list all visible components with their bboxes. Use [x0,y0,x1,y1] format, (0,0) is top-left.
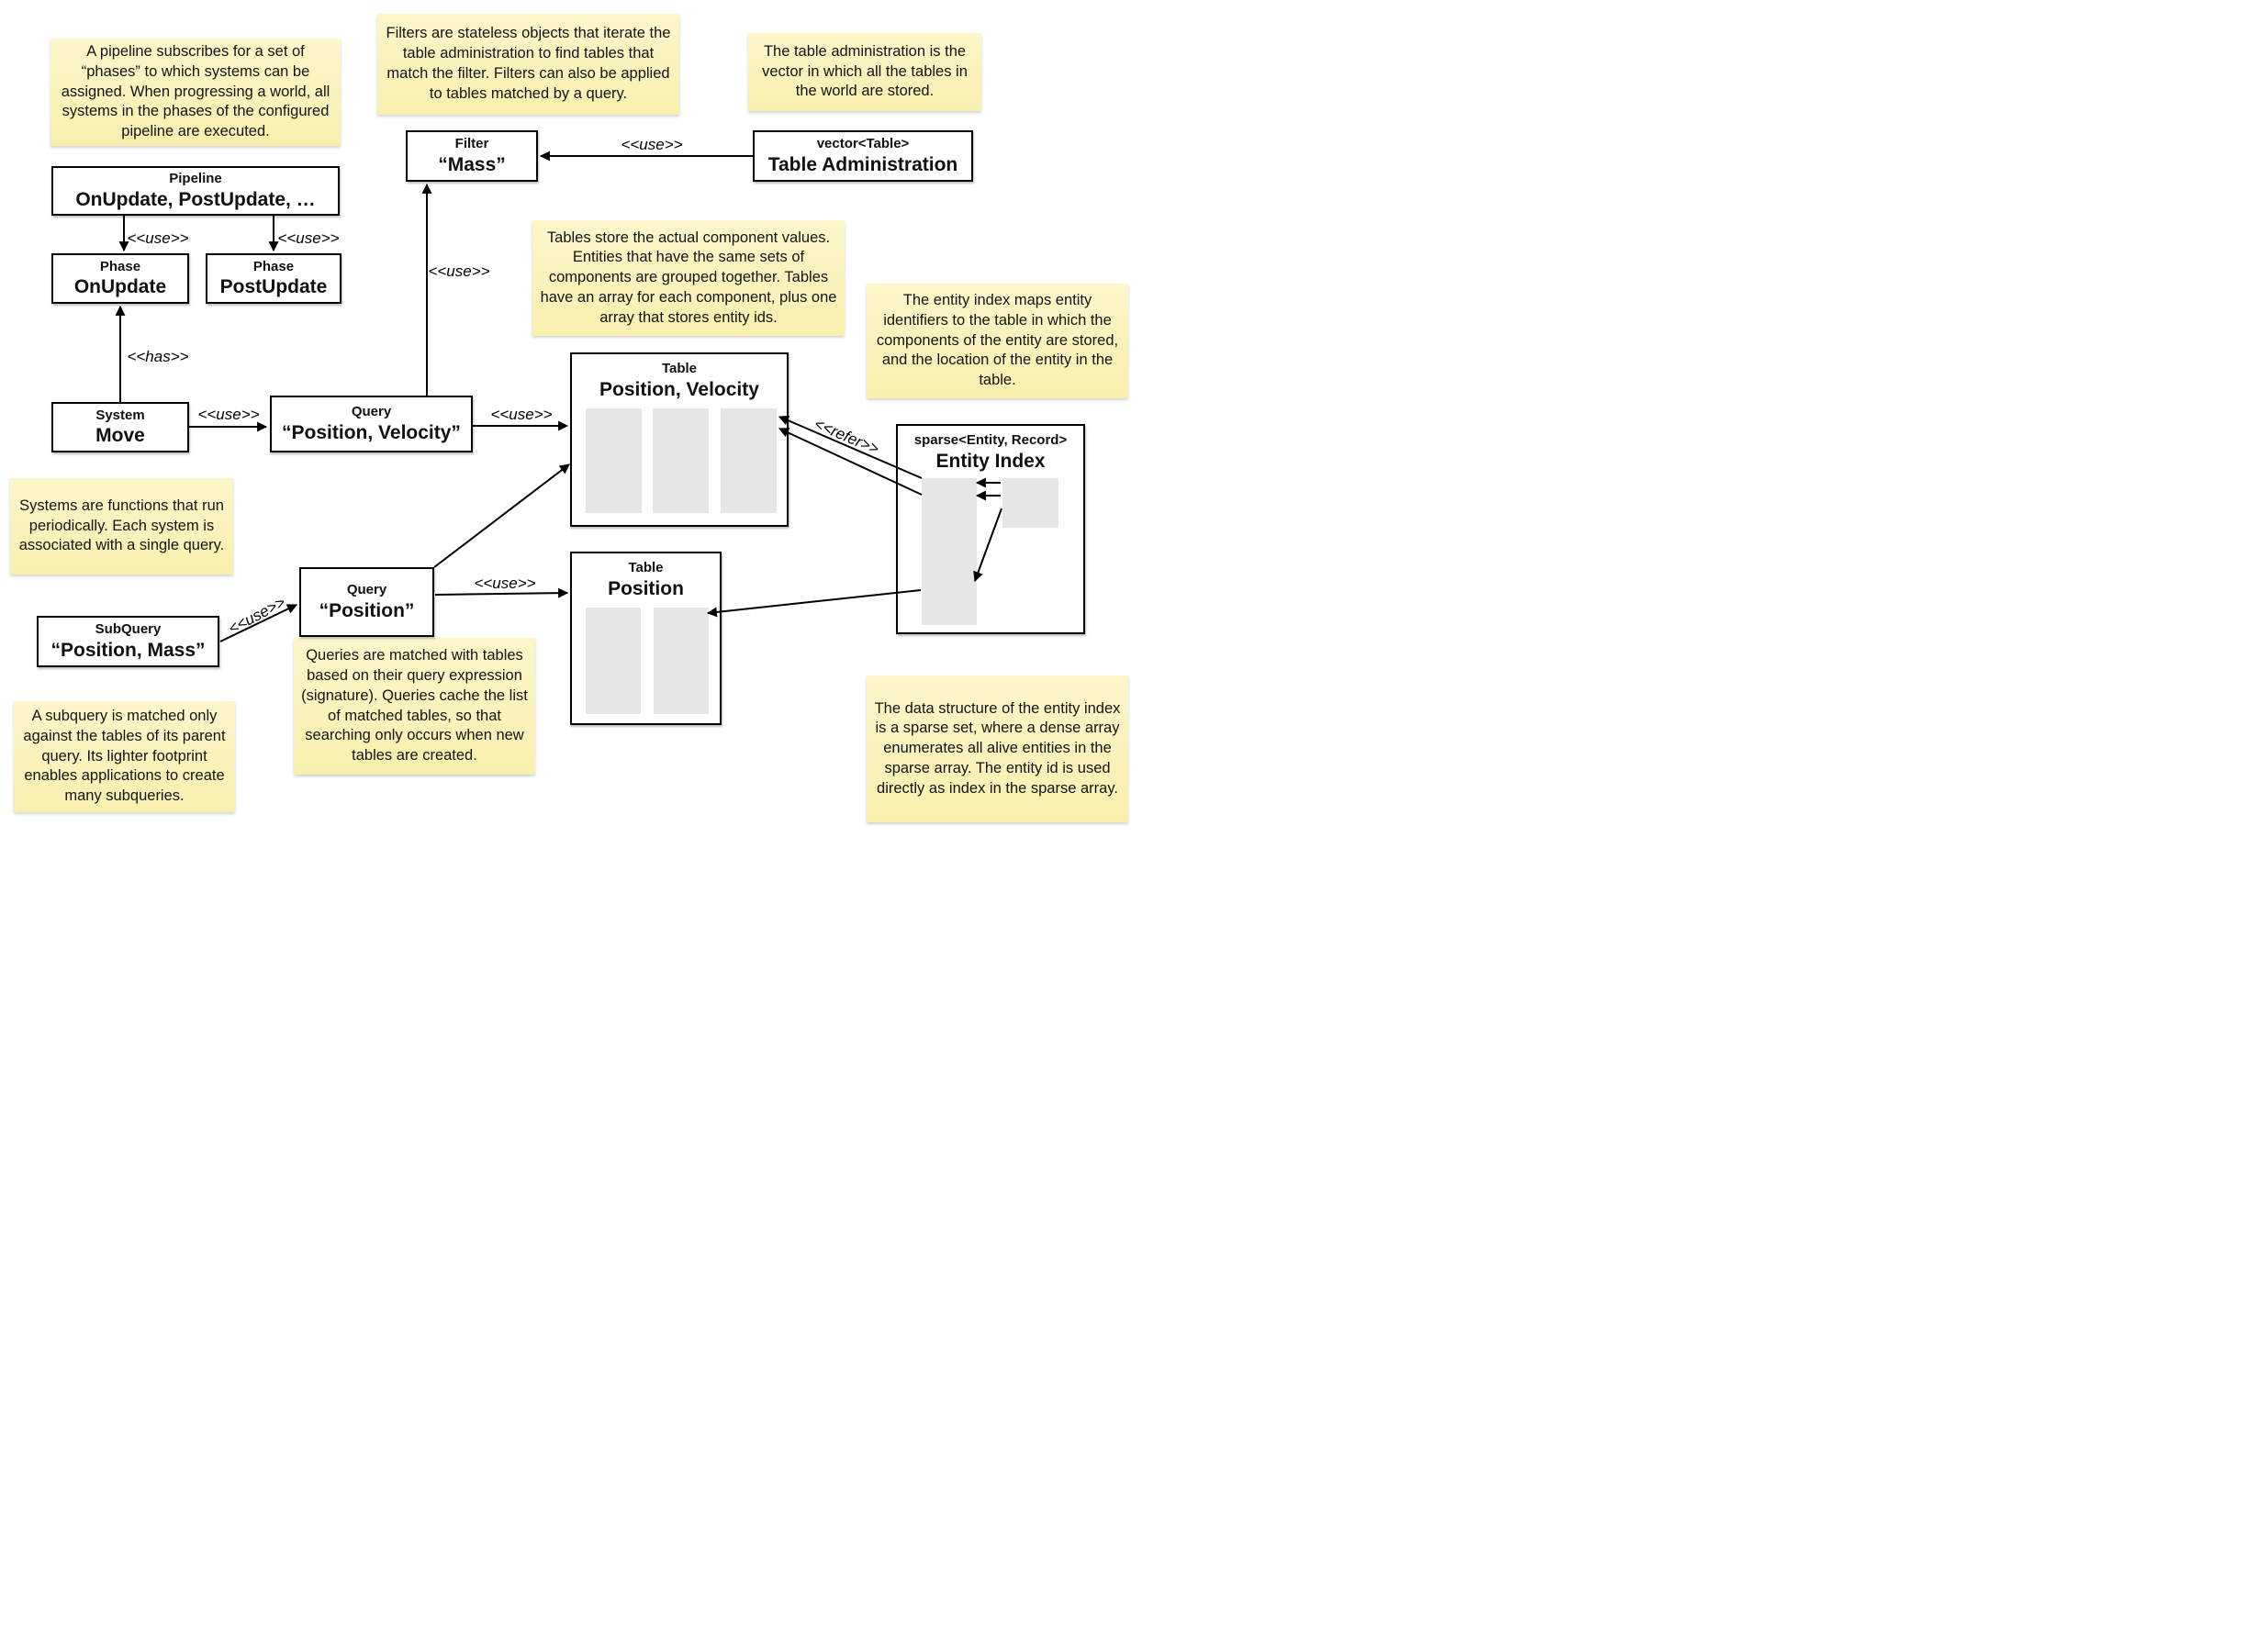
note-systems: Systems are functions that run periodica… [10,478,233,575]
note-pipeline: A pipeline subscribes for a set of “phas… [50,39,341,146]
box-value: Move [95,425,145,447]
sparse-array-bar [922,478,977,625]
note-entity-index-structure: The data structure of the entity index i… [867,675,1128,822]
box-subquery: SubQuery “Position, Mass” [37,616,219,667]
box-table-administration: vector<Table> Table Administration [753,130,973,182]
label-use-queryposition-table: <<use>> [474,575,536,592]
note-table-administration: The table administration is the vector i… [748,33,981,111]
box-value: “Position” [319,599,415,621]
label-use-system-query: <<use>> [197,406,260,423]
label-has-system-phase: <<has>> [127,348,189,365]
arrow-queryposition-tablepv [433,463,570,568]
box-title: Table [628,560,664,575]
dense-array-box [1002,478,1058,528]
box-title: vector<Table> [816,136,910,152]
box-value: “Mass” [438,153,506,175]
box-title: Query [346,582,387,598]
label-use-pipeline-postupdate: <<use>> [277,229,340,247]
note-tables: Tables store the actual component values… [532,220,845,336]
component-array-bar [654,608,709,714]
box-title: Table [661,361,698,376]
box-table-position: Table Position [570,552,722,725]
box-title: Pipeline [169,171,222,187]
box-filter-mass: Filter “Mass” [406,130,538,182]
ecs-architecture-diagram: A pipeline subscribes for a set of “phas… [0,0,1131,826]
note-entity-index: The entity index maps entity identifiers… [867,284,1128,398]
box-query-position-velocity: Query “Position, Velocity” [270,396,473,452]
box-title: System [95,407,145,423]
label-refer-entityindex-table: <<refer>> [812,415,882,458]
box-value: PostUpdate [219,276,328,298]
box-pipeline: Pipeline OnUpdate, PostUpdate, … [51,166,340,216]
component-array-bar [586,408,642,513]
label-use-querypv-table: <<use>> [490,406,553,423]
note-subquery: A subquery is matched only against the t… [14,701,235,812]
label-use-pipeline-onupdate: <<use>> [127,229,189,247]
component-array-bar [653,408,709,513]
box-title: Filter [454,136,489,152]
box-title: Query [351,404,392,420]
box-phase-postupdate: Phase PostUpdate [206,253,342,304]
note-queries: Queries are matched with tables based on… [294,638,535,775]
box-value: Position [608,577,684,599]
box-value: OnUpdate [73,276,167,298]
box-value: “Position, Mass” [50,639,206,661]
box-system-move: System Move [51,402,189,452]
box-value: OnUpdate, PostUpdate, … [75,188,316,210]
label-use-subquery-query: <<use>> [225,593,288,638]
box-value: Table Administration [767,153,958,175]
box-table-position-velocity: Table Position, Velocity [570,352,789,527]
box-title: Phase [252,258,295,274]
box-phase-onupdate: Phase OnUpdate [51,253,189,304]
box-title: Phase [99,258,141,274]
component-array-bar [721,408,777,513]
note-filters: Filters are stateless objects that itera… [377,14,679,115]
box-value: Position, Velocity [599,378,759,400]
label-use-tableadmin-filter: <<use>> [621,136,683,153]
box-value: “Position, Velocity” [282,421,461,443]
component-array-bar [586,608,641,714]
arrow-queryposition-use-tableposition [434,587,569,598]
box-entity-index: sparse<Entity, Record> Entity Index [896,424,1085,634]
box-value: Entity Index [935,450,1046,472]
box-title: SubQuery [95,621,162,638]
box-title: sparse<Entity, Record> [913,432,1068,448]
box-query-position: Query “Position” [299,567,434,637]
arrow-entityindex-tableposition [706,589,922,618]
label-use-query-filter: <<use>> [428,262,490,280]
